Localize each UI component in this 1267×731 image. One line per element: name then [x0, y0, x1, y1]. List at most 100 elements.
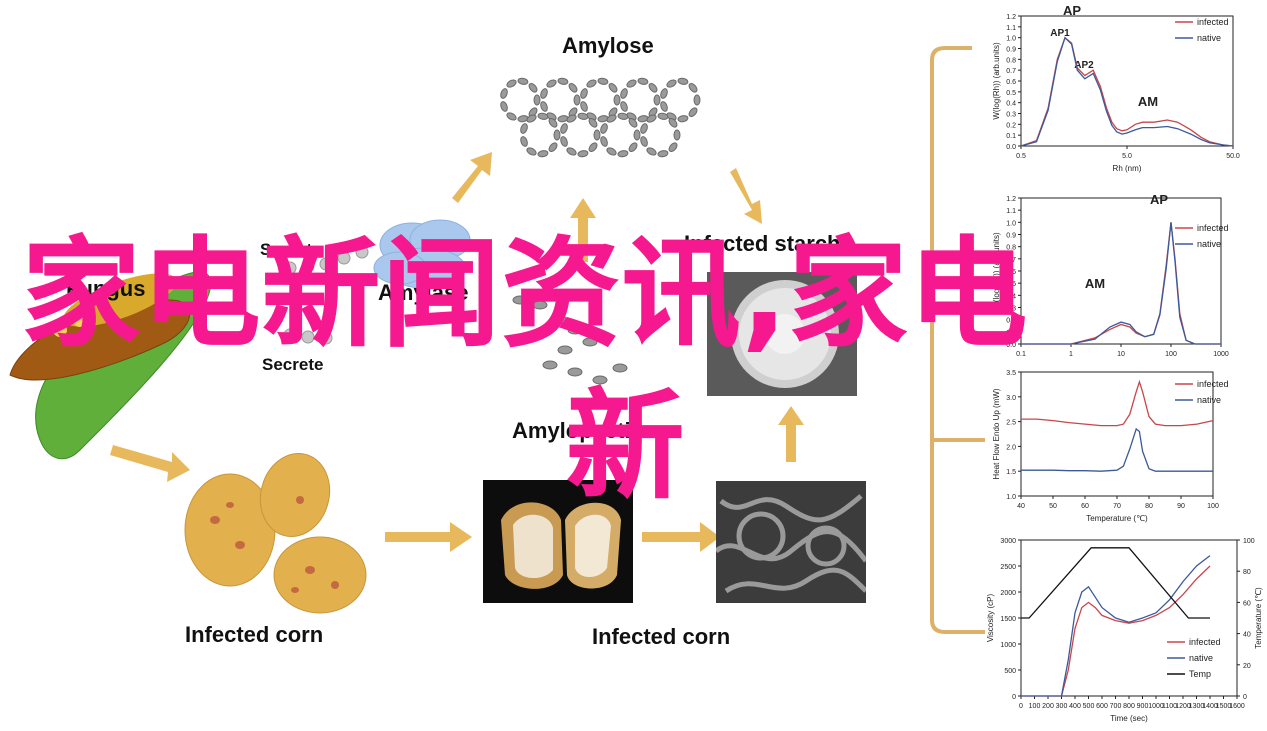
y-tick-label: 0.2 — [1006, 318, 1016, 325]
y-tick-label: 0.6 — [1006, 269, 1016, 276]
legend-label: native — [1197, 33, 1221, 43]
series-line-native — [1020, 36, 1234, 147]
amylose-bead — [673, 129, 681, 141]
x-tick-label: 100 — [1029, 703, 1041, 710]
secrete-dots-illustration — [283, 245, 369, 345]
amylose-bead — [537, 112, 549, 120]
chart-panel-1: 0.00.10.20.30.40.50.60.70.80.91.01.11.20… — [992, 3, 1240, 173]
y-tick-label: 0.3 — [1006, 112, 1016, 119]
amylase-cloud-illustration — [373, 219, 471, 289]
secrete-bottom-label: Secrete — [262, 355, 324, 374]
chart-group-bracket — [930, 46, 985, 634]
amylose-bead — [606, 114, 617, 123]
amylose-bead — [566, 147, 577, 156]
amylose-bead — [637, 77, 649, 85]
legend-label: native — [1197, 239, 1221, 249]
amylose-bead — [526, 114, 537, 123]
amylopectin-label: Amylopectin — [512, 418, 645, 443]
y-tick-label: 3.0 — [1006, 395, 1016, 402]
x-tick-label: 1400 — [1202, 703, 1218, 710]
y-tick-label: 0.5 — [1006, 90, 1016, 97]
y-tick-label: 2.0 — [1006, 444, 1016, 451]
y-tick-label: 1.0 — [1006, 220, 1016, 227]
amylose-bead — [580, 88, 588, 99]
x-axis-label: Time (sec) — [1110, 714, 1148, 723]
legend-label: Temp — [1189, 669, 1211, 679]
amylose-bead — [620, 88, 628, 99]
amylose-bead — [640, 136, 648, 147]
amylose-bead — [528, 82, 538, 93]
y-tick-label: 0.5 — [1006, 281, 1016, 288]
amylose-bead — [606, 147, 617, 156]
secrete-top-label: Secrete — [260, 240, 322, 259]
amylose-bead — [500, 101, 508, 112]
y-tick-label: 0.3 — [1006, 306, 1016, 313]
amylose-bead — [640, 123, 648, 134]
amylose-bead — [560, 123, 568, 134]
y-tick-label: 1.1 — [1006, 208, 1016, 215]
x-tick-label: 90 — [1177, 503, 1185, 510]
x-tick-label: 1000 — [1213, 351, 1229, 358]
amylose-bead — [540, 88, 548, 99]
amylopectin-branches-illustration — [512, 295, 628, 385]
amylose-bead — [620, 101, 628, 112]
x-tick-label: 50 — [1049, 503, 1057, 510]
series-line-native — [1021, 427, 1213, 472]
amylose-bead — [688, 82, 698, 93]
amylose-bead — [517, 77, 529, 85]
y-tick-label: 0.1 — [1006, 133, 1016, 140]
series-line-infected — [1021, 379, 1214, 427]
y-tick-label: 2500 — [1000, 564, 1016, 571]
y-tick-label: 1.1 — [1006, 25, 1016, 32]
x-tick-label: 80 — [1145, 503, 1153, 510]
infected-starch-photo — [707, 272, 857, 396]
y-tick-label: 0.1 — [1006, 330, 1016, 337]
y-tick-label: 3.5 — [1006, 370, 1016, 377]
x-tick-label: 10 — [1117, 351, 1125, 358]
series-line-native — [1021, 555, 1211, 697]
amylose-bead — [506, 79, 517, 88]
peak-annotation: AM — [1138, 94, 1158, 109]
chart-title: AP — [1063, 3, 1081, 18]
y-tick-label: 0.7 — [1006, 257, 1016, 264]
y2-tick-label: 0 — [1243, 694, 1247, 701]
amylose-bead — [657, 150, 669, 158]
y-axis-label: W(log(Rh)) (arb.units) — [992, 42, 1001, 120]
amylose-bead — [580, 101, 588, 112]
amylose-bead — [533, 94, 541, 106]
x-tick-label: 1600 — [1229, 703, 1245, 710]
amylose-bead — [548, 117, 558, 128]
x-tick-label: 900 — [1137, 703, 1149, 710]
chart-title: AP — [1150, 192, 1168, 207]
amylose-bead — [520, 123, 528, 134]
x-tick-label: 40 — [1017, 503, 1025, 510]
x-tick-label: 600 — [1096, 703, 1108, 710]
amylose-bead — [628, 142, 638, 153]
y-tick-label: 0.9 — [1006, 47, 1016, 54]
amylose-bead — [677, 115, 689, 123]
x-tick-label: 5.0 — [1122, 153, 1132, 160]
y-tick-label: 0.7 — [1006, 68, 1016, 75]
amylose-bead — [577, 112, 589, 120]
y2-tick-label: 20 — [1243, 663, 1251, 670]
amylose-bead — [608, 82, 618, 93]
overlay-line-1: 家电新闻资讯,家电 — [22, 225, 1029, 363]
amylose-bead — [520, 136, 528, 147]
amylose-bead — [628, 117, 638, 128]
legend-label: infected — [1197, 223, 1229, 233]
y-axis-label: W(log(Rh)) (arb.units) — [992, 232, 1001, 310]
y2-axis-label: Temperature (℃) — [1254, 587, 1263, 649]
y-tick-label: 0.8 — [1006, 57, 1016, 64]
overlay-line-2: 新 — [565, 377, 687, 515]
x-tick-label: 800 — [1123, 703, 1135, 710]
infected-corn-left-label: Infected corn — [185, 622, 324, 647]
peak-annotation: AM — [1085, 276, 1105, 291]
amylose-bead — [646, 114, 657, 123]
amylose-bead — [500, 88, 508, 99]
y-tick-label: 3000 — [1000, 538, 1016, 545]
arrow-up-starch — [778, 406, 804, 462]
amylose-bead — [537, 150, 549, 158]
x-tick-label: 50.0 — [1226, 153, 1240, 160]
amylose-bead — [617, 112, 629, 120]
arrow-up-amylopectin — [570, 198, 596, 262]
